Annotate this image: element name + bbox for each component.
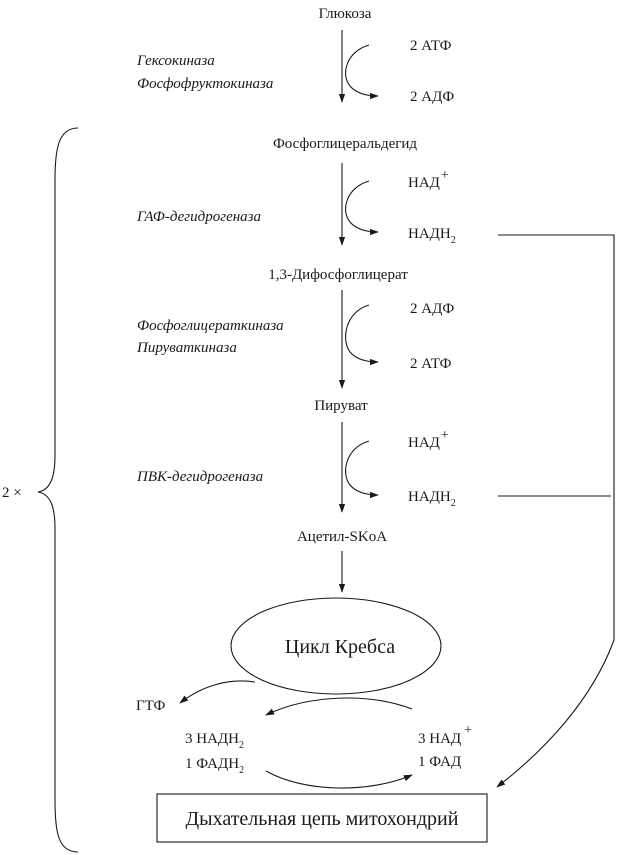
- krebs-cycle-ellipse: [230, 597, 442, 695]
- cofactor-curve-step1: [345, 44, 379, 100]
- krebs-nad-label: 3 НАД+: [418, 723, 472, 747]
- step4-nad-in: НАД+: [408, 428, 449, 451]
- glucose-label: Глюкоза: [319, 6, 372, 22]
- arrow-nadh-to-resp-chain: [496, 278, 615, 788]
- gtp-label: ГТФ: [136, 698, 166, 714]
- phosphoglyceraldehyde-label: Фосфоглицеральдегид: [273, 136, 417, 152]
- step1-adp-out: 2 АДФ: [410, 89, 454, 105]
- krebs-fad-label: 1 ФАД: [418, 754, 461, 770]
- multiplier-brace: [37, 127, 79, 853]
- cofactor-curve-step2: [345, 180, 379, 236]
- step3-adp-in: 2 АДФ: [410, 301, 454, 317]
- step2-nadh-out: НАДН2: [408, 226, 456, 246]
- nadh-connector-step2: [498, 234, 615, 278]
- arrow-to-nadh: [265, 697, 413, 716]
- cofactor-curve-step4: [345, 440, 379, 499]
- cofactor-curve-step3: [345, 304, 379, 366]
- step3-atp-out: 2 АТФ: [410, 356, 452, 372]
- step1-atp-in: 2 АТФ: [410, 38, 452, 54]
- respiratory-chain-label: Дыхательная цепь митохондрий: [186, 808, 459, 830]
- enzyme-gap-dehydrogenase: ГАФ-дегидрогеназа: [136, 209, 261, 225]
- pyruvate-label: Пируват: [314, 398, 368, 414]
- step4-nadh-out: НАДН2: [408, 489, 456, 509]
- enzyme-phosphoglycerate-kinase: Фосфоглицераткиназа: [137, 318, 284, 334]
- respiratory-chain-box: [156, 793, 488, 843]
- diphosphoglycerate-label: 1,3-Дифосфоглицерат: [268, 267, 408, 283]
- enzyme-hexokinase: Гексокиназа: [136, 53, 215, 69]
- enzyme-phosphofructokinase: Фосфофруктокиназа: [137, 76, 273, 92]
- krebs-nadh-label: 3 НАДН2: [185, 731, 244, 751]
- arrow-krebs-to-gtp: [179, 680, 256, 704]
- krebs-cycle-label: Цикл Кребса: [285, 636, 395, 658]
- arrow-to-nad: [265, 770, 413, 789]
- acetyl-coa-label: Ацетил-SKoA: [297, 529, 387, 545]
- krebs-fadh-label: 1 ФАДН2: [185, 756, 244, 776]
- step2-nad-in: НАД+: [408, 168, 449, 191]
- enzyme-pdh: ПВК-дегидрогеназа: [136, 469, 263, 485]
- enzyme-pyruvate-kinase: Пируваткиназа: [136, 340, 237, 356]
- multiplier-label: 2 ×: [2, 485, 22, 501]
